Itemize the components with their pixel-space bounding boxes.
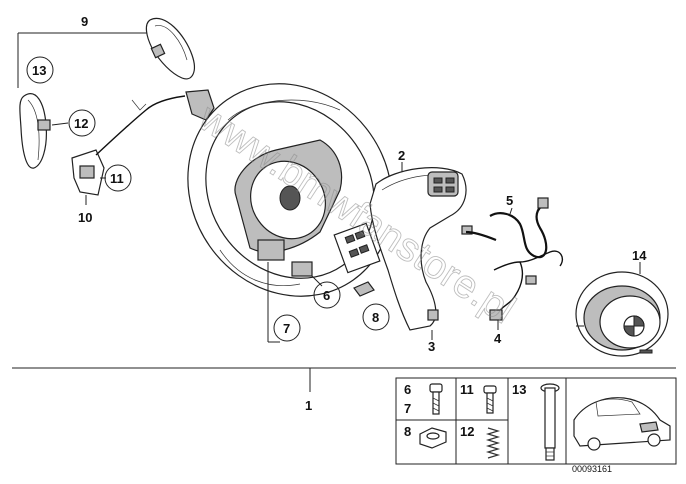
bolt-icon xyxy=(429,383,443,415)
nut-icon xyxy=(419,427,447,449)
bracket-9 xyxy=(17,32,159,88)
airbag-module-14[interactable] xyxy=(575,271,669,357)
callout-4[interactable]: 4 xyxy=(494,331,502,346)
leader-5 xyxy=(509,207,513,215)
callout-13[interactable]: 13 xyxy=(32,63,46,78)
callout-6[interactable]: 6 xyxy=(323,288,330,303)
leader-12 xyxy=(51,122,69,126)
callout-1[interactable]: 1 xyxy=(305,398,312,413)
callout-10[interactable]: 10 xyxy=(78,210,92,225)
legend-num-7: 7 xyxy=(404,401,411,416)
callout-8[interactable]: 8 xyxy=(372,310,379,325)
callout-7[interactable]: 7 xyxy=(283,321,290,336)
clip-8[interactable] xyxy=(353,281,375,297)
callout-3[interactable]: 3 xyxy=(428,339,435,354)
wiring-harness-4[interactable] xyxy=(489,250,564,321)
legend-num-12: 12 xyxy=(460,424,474,439)
callout-9[interactable]: 9 xyxy=(81,14,88,29)
baseline-1 xyxy=(12,367,676,392)
callouts: 9 13 12 11 10 2 5 6 7 8 3 4 14 1 xyxy=(26,14,647,413)
paddle-harness xyxy=(95,89,215,156)
image-code: 00093161 xyxy=(572,464,612,474)
steering-wheel[interactable] xyxy=(147,44,434,337)
paddle-switch-10[interactable] xyxy=(71,149,105,205)
callout-12[interactable]: 12 xyxy=(74,116,88,131)
leader-7 xyxy=(267,262,280,343)
callout-5[interactable]: 5 xyxy=(506,193,513,208)
hardware-legend xyxy=(395,377,677,465)
legend-num-11: 11 xyxy=(460,382,474,397)
car-silhouette-icon xyxy=(573,397,671,451)
shift-paddle-lower[interactable] xyxy=(19,93,51,169)
legend-num-8: 8 xyxy=(404,424,411,439)
callout-14[interactable]: 14 xyxy=(632,248,647,263)
legend-num-6: 6 xyxy=(404,382,411,397)
wiring-harness-5[interactable] xyxy=(465,197,549,259)
legend-numbers: 6 7 8 11 12 13 xyxy=(404,382,526,439)
callout-11[interactable]: 11 xyxy=(110,171,124,186)
trim-cover-2[interactable] xyxy=(369,167,473,331)
spring-icon xyxy=(485,427,501,459)
shift-paddle-upper[interactable] xyxy=(145,17,195,80)
screw-icon xyxy=(483,385,497,414)
callout-2[interactable]: 2 xyxy=(398,148,405,163)
legend-num-13: 13 xyxy=(512,382,526,397)
pin-icon xyxy=(540,383,560,461)
